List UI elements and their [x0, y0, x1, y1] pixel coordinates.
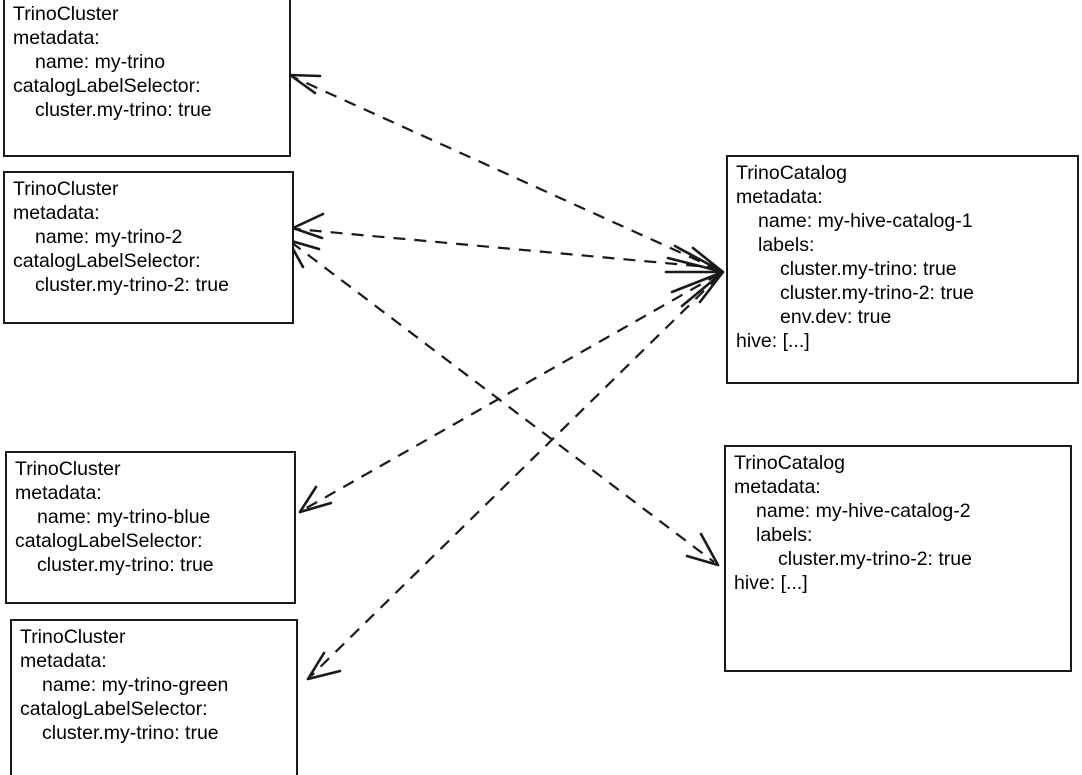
node-line: cluster.my-trino: true	[37, 554, 214, 576]
node-line: TrinoCluster	[13, 178, 119, 200]
node-body: TrinoCatalog metadata: name: my-hive-cat…	[728, 161, 1077, 353]
node-line: TrinoCluster	[13, 3, 119, 25]
node-line: metadata:	[736, 186, 823, 208]
node-line: env.dev: true	[780, 306, 892, 328]
node-line: name: my-hive-catalog-1	[758, 210, 973, 232]
node-body: TrinoCluster metadata: name: my-trino ca…	[5, 2, 289, 122]
edge-cat1-to-my-trino-blue	[298, 273, 720, 514]
node-line: metadata:	[15, 482, 102, 504]
node-line: metadata:	[13, 202, 100, 224]
node-body: TrinoCluster metadata: name: my-trino-bl…	[7, 457, 294, 577]
edge-convergence-hub	[664, 244, 725, 308]
node-line: labels:	[756, 524, 813, 546]
edge-cat1-to-my-trino	[288, 73, 720, 272]
edge-cat2-to-my-trino-2	[286, 238, 720, 567]
node-line: labels:	[758, 234, 815, 256]
node-line: cluster.my-trino-2: true	[780, 282, 974, 304]
node-line: hive: [...]	[734, 572, 808, 594]
node-trinocluster-my-trino-blue[interactable]: TrinoCluster metadata: name: my-trino-bl…	[5, 451, 296, 604]
node-line: catalogLabelSelector:	[13, 75, 201, 97]
node-trinocluster-my-trino-2[interactable]: TrinoCluster metadata: name: my-trino-2 …	[3, 171, 294, 324]
node-line: cluster.my-trino: true	[35, 99, 212, 121]
node-trinocluster-my-trino-green[interactable]: TrinoCluster metadata: name: my-trino-gr…	[10, 619, 298, 775]
node-body: TrinoCluster metadata: name: my-trino-gr…	[12, 625, 296, 745]
node-line: hive: [...]	[736, 330, 810, 352]
node-line: name: my-trino-2	[35, 226, 183, 248]
node-line: cluster.my-trino-2: true	[35, 274, 229, 296]
node-line: catalogLabelSelector:	[13, 250, 201, 272]
node-line: name: my-hive-catalog-2	[756, 500, 971, 522]
node-line: catalogLabelSelector:	[20, 698, 208, 720]
node-line: cluster.my-trino: true	[780, 258, 957, 280]
node-line: name: my-trino-blue	[37, 506, 211, 528]
node-line: metadata:	[20, 650, 107, 672]
node-line: name: my-trino	[35, 51, 166, 73]
node-line: TrinoCluster	[20, 626, 126, 648]
edge-cat1-to-my-trino-green	[306, 275, 720, 681]
node-line: metadata:	[734, 476, 821, 498]
node-line: TrinoCluster	[15, 458, 121, 480]
edge-cat1-to-my-trino-2	[291, 212, 720, 270]
node-line: catalogLabelSelector:	[15, 530, 203, 552]
node-trinocatalog-my-hive-catalog-1[interactable]: TrinoCatalog metadata: name: my-hive-cat…	[726, 155, 1079, 384]
node-line: TrinoCatalog	[734, 452, 845, 474]
node-body: TrinoCluster metadata: name: my-trino-2 …	[5, 177, 292, 297]
node-line: cluster.my-trino: true	[42, 722, 219, 744]
node-line: name: my-trino-green	[42, 674, 229, 696]
node-body: TrinoCatalog metadata: name: my-hive-cat…	[726, 451, 1070, 595]
node-line: metadata:	[13, 27, 100, 49]
node-trinocatalog-my-hive-catalog-2[interactable]: TrinoCatalog metadata: name: my-hive-cat…	[724, 445, 1072, 672]
node-trinocluster-my-trino[interactable]: TrinoCluster metadata: name: my-trino ca…	[3, 0, 291, 157]
node-line: TrinoCatalog	[736, 162, 847, 184]
node-line: cluster.my-trino-2: true	[778, 548, 972, 570]
